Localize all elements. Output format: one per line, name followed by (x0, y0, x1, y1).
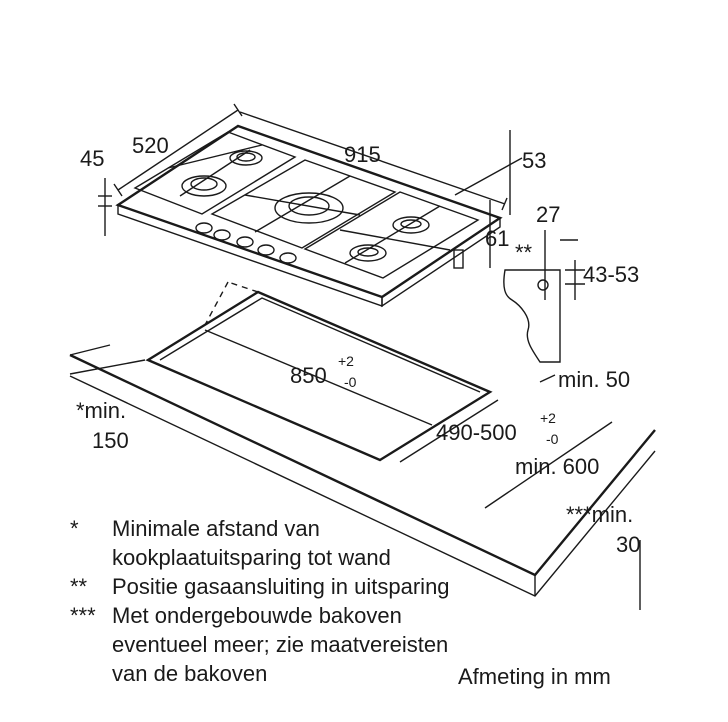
legend-item-2: ** Positie gasaansluiting in uitsparing (70, 572, 450, 601)
dim-490-tol-minus: -0 (546, 431, 559, 447)
dim-min-150-label: *min. (76, 398, 126, 423)
worktop-cutout (145, 290, 493, 462)
legend-mark: *** (70, 603, 96, 628)
unit-note: Afmeting in mm (458, 664, 611, 689)
legend-item-3: *** Met ondergebouwde bakoven eventueel … (70, 601, 450, 688)
burner-right-back (392, 216, 430, 234)
legend-item-1: * Minimale afstand van kookplaatuitspari… (70, 514, 450, 572)
legend: * Minimale afstand van kookplaatuitspari… (70, 514, 450, 688)
dim-min-150-value: 150 (92, 428, 129, 453)
worktop (69, 281, 656, 597)
dim-850-tol-plus: +2 (338, 353, 354, 369)
dim-520: 520 (132, 133, 169, 158)
dim-min-30-label: ***min. (566, 502, 633, 527)
dim-27: 27 (536, 202, 560, 227)
dim-min-30-value: 30 (616, 532, 640, 557)
dim-43-53: 43-53 (583, 262, 639, 287)
gas-inlet-position (537, 279, 549, 291)
legend-text: Minimale afstand van kookplaatuitsparing… (112, 516, 391, 570)
dim-min-50: min. 50 (558, 367, 630, 392)
burner-right-front (349, 244, 387, 262)
gas-hob (115, 124, 503, 308)
dim-850-tol-minus: -0 (344, 374, 357, 390)
burner-wok (274, 192, 344, 224)
legend-mark: * (70, 516, 79, 541)
burner-left-back (229, 150, 263, 166)
dim-490-500: 490-500 (436, 420, 517, 445)
burner-left-front (181, 175, 227, 197)
dim-61: 61 (485, 226, 509, 251)
dim-850: 850 (290, 363, 327, 388)
dim-915: 915 (344, 142, 381, 167)
legend-mark: ** (70, 574, 88, 599)
legend-text: Met ondergebouwde bakoven eventueel meer… (112, 603, 449, 686)
dim-53: 53 (522, 148, 546, 173)
control-knobs (195, 222, 297, 264)
worktop-section-profile (503, 269, 561, 363)
legend-text: Positie gasaansluiting in uitsparing (112, 574, 450, 599)
dim-490-tol-plus: +2 (540, 410, 556, 426)
gas-connector (453, 249, 464, 269)
dim-45: 45 (80, 146, 104, 171)
dim-min-600: min. 600 (515, 454, 599, 479)
dimension-lines (69, 103, 641, 610)
gas-connection-mark: ** (515, 240, 533, 265)
